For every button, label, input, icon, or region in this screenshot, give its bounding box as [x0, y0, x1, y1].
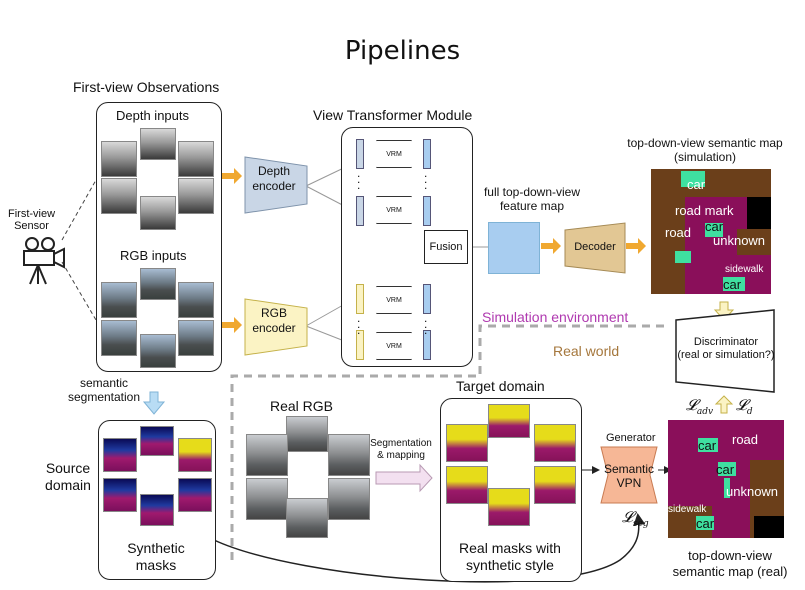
real-map-label: car	[696, 516, 715, 531]
loss-adv: 𝓛adv	[686, 396, 714, 417]
semantic-vpn	[600, 446, 658, 504]
sim-map-label: unknown	[713, 233, 766, 248]
source-domain-label: Source domain	[45, 460, 91, 493]
rgb-encoder	[244, 298, 308, 356]
real-map-heading: top-down-view semantic map (real)	[672, 548, 788, 579]
fusion-block: Fusion	[424, 230, 468, 264]
depth-thumb	[101, 178, 137, 214]
mask-thumb	[140, 494, 174, 526]
sensor-line-top	[61, 179, 97, 241]
depth-thumb	[178, 178, 214, 214]
rgb-thumb	[101, 320, 137, 356]
ellipsis: ...	[424, 166, 428, 192]
real-mask-thumb	[446, 466, 488, 504]
real-mask-thumb	[488, 404, 530, 438]
rgb-encoder-label: RGB encoder	[252, 306, 296, 335]
real-world-label: Real world	[553, 343, 620, 359]
rgb-inputs-label: RGB inputs	[120, 248, 187, 263]
camera-icon	[23, 237, 65, 285]
feature-bar	[356, 330, 364, 360]
sim-map-label: road	[665, 225, 692, 240]
semantic-seg-label: semantic segmentation	[67, 376, 141, 404]
real-mask-thumb	[534, 466, 576, 504]
depth-encoder	[244, 156, 308, 214]
depth-thumb	[140, 128, 176, 160]
real-masks-label: Real masks with synthetic style	[459, 540, 561, 573]
real-thumb	[246, 434, 288, 476]
decoder	[564, 222, 626, 274]
sim-map-label: car	[723, 277, 742, 292]
sim-map-label: road mark	[675, 203, 734, 218]
feature-bar	[356, 284, 364, 314]
feature-map-label: full top-down-view feature map	[483, 185, 581, 213]
sim-env-label: Simulation environment	[482, 309, 629, 325]
loss-seg: 𝓛seg	[622, 508, 649, 529]
ellipsis: ...	[357, 311, 361, 337]
feature-bar	[423, 196, 431, 226]
discriminator-label: Discriminator (real or simulation?)	[677, 336, 775, 361]
mask-thumb	[178, 438, 212, 472]
feature-map	[488, 222, 540, 274]
mask-thumb	[178, 478, 212, 512]
page-title: Pipelines	[344, 36, 461, 66]
depth-thumb	[101, 141, 137, 177]
synthetic-masks-label: Synthetic masks	[127, 540, 185, 573]
real-thumb	[328, 434, 370, 476]
feature-bar	[423, 284, 431, 314]
feature-bar	[356, 139, 364, 169]
real-map-label: sidewalk	[668, 504, 707, 515]
feature-bar	[423, 139, 431, 169]
vtm-heading: View Transformer Module	[313, 107, 473, 123]
sensor-line-bottom	[61, 261, 97, 321]
ellipsis: ...	[357, 166, 361, 192]
real-mask-thumb	[488, 488, 530, 526]
loss-d: 𝓛d	[736, 396, 753, 417]
feature-bar	[423, 330, 431, 360]
target-domain-label: Target domain	[456, 378, 545, 394]
real-thumb	[286, 416, 328, 452]
real-map: car road car unknown sidewalk car	[668, 420, 784, 538]
feature-bar	[356, 196, 364, 226]
sim-map-label: car	[687, 177, 706, 192]
mask-thumb	[140, 426, 174, 456]
real-thumb	[328, 478, 370, 520]
first-view-heading: First-view Observations	[73, 79, 220, 95]
ellipsis: ...	[424, 311, 428, 337]
real-rgb-label: Real RGB	[270, 398, 334, 414]
seg-mapping-label: Segmentation & mapping	[370, 438, 432, 461]
rgb-thumb	[140, 268, 176, 300]
decoder-label: Decoder	[574, 241, 616, 253]
sim-map-label: car	[705, 219, 724, 234]
depth-thumb	[178, 141, 214, 177]
real-map-label: car	[698, 438, 717, 453]
rgb-thumb	[178, 282, 214, 318]
sim-map-heading: top-down-view semantic map (simulation)	[627, 136, 783, 164]
real-mask-thumb	[534, 424, 576, 462]
mask-thumb	[103, 478, 137, 512]
rgb-thumb	[140, 334, 176, 368]
real-thumb	[286, 498, 328, 538]
real-map-label: unknown	[726, 484, 779, 499]
rgb-thumb	[178, 320, 214, 356]
real-mask-thumb	[446, 424, 488, 462]
mask-thumb	[103, 438, 137, 472]
sim-map-label: sidewalk	[725, 264, 764, 275]
depth-encoder-label: Depth encoder	[252, 164, 296, 193]
sensor-label: First-view Sensor	[8, 208, 56, 232]
real-map-label: road	[732, 432, 759, 447]
semantic-vpn-label: Semantic VPN	[603, 462, 655, 490]
rgb-thumb	[101, 282, 137, 318]
sim-map: car road mark road car unknown sidewalk …	[651, 169, 771, 294]
depth-thumb	[140, 196, 176, 230]
real-thumb	[246, 478, 288, 520]
generator-label: Generator	[606, 432, 656, 444]
real-map-label: car	[716, 462, 735, 477]
depth-inputs-label: Depth inputs	[116, 108, 189, 123]
